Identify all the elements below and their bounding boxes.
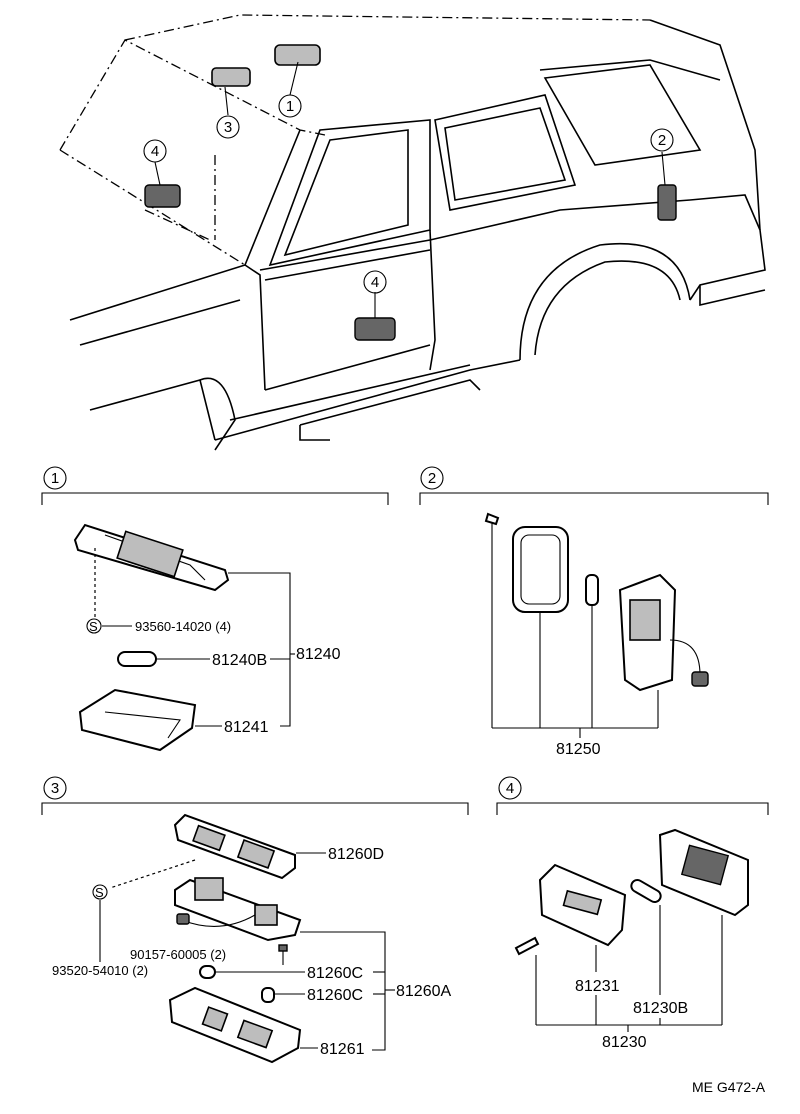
part-81250: 81250	[556, 741, 601, 758]
section-3: 3 81260D S 93520-54010 (2) 90157-60005 (…	[41, 776, 469, 1064]
callout-4-vehicle-a: 4	[151, 143, 159, 160]
section-1-screw-symbol: S	[89, 619, 98, 634]
callout-2-vehicle: 2	[658, 132, 666, 149]
part-81260C-b: 81260C	[307, 987, 363, 1004]
part-81240B: 81240B	[212, 652, 267, 669]
part-93560-14020: 93560-14020 (4)	[135, 619, 231, 634]
section-4-number: 4	[506, 780, 514, 797]
part-81230B: 81230B	[633, 1000, 688, 1017]
part-81260A: 81260A	[396, 983, 451, 1000]
section-1-number: 1	[51, 470, 59, 487]
part-81240: 81240	[296, 646, 341, 663]
callout-3-vehicle: 3	[224, 119, 232, 136]
section-2: 2 81250	[419, 466, 769, 758]
part-81230: 81230	[602, 1034, 647, 1051]
section-4: 4 81230B 81231 81230	[496, 776, 769, 1051]
part-90157-60005: 90157-60005 (2)	[130, 947, 226, 962]
drawing-reference: ME G472-A	[692, 1079, 766, 1095]
section-3-number: 3	[51, 780, 59, 797]
part-81261: 81261	[320, 1041, 365, 1058]
callout-4-vehicle-b: 4	[371, 274, 379, 291]
part-81260C-a: 81260C	[307, 965, 363, 982]
part-93520-54010: 93520-54010 (2)	[52, 963, 148, 978]
part-81231: 81231	[575, 978, 620, 995]
section-1: 1 S 93560-14020 (4) 81240B 81241 81240	[41, 466, 389, 752]
part-81260D: 81260D	[328, 846, 384, 863]
section-2-number: 2	[428, 470, 436, 487]
section-3-screw-symbol: S	[95, 885, 104, 900]
part-81241: 81241	[224, 719, 269, 736]
callout-1-vehicle: 1	[286, 98, 294, 115]
vehicle-illustration: 1 3 4 2 4	[59, 14, 766, 451]
